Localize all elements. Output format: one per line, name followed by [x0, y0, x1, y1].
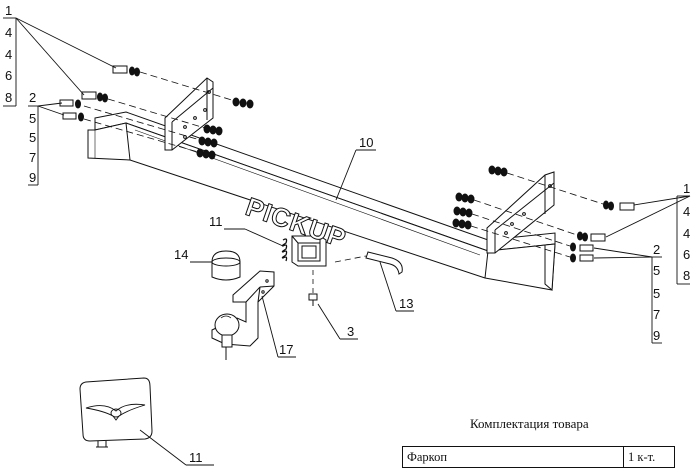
callout-13: 13: [399, 296, 413, 311]
callout-left-5a: 5: [29, 111, 36, 126]
callout-14: 14: [174, 247, 188, 262]
bolt: [308, 270, 318, 306]
kit-item-name: Фаркоп: [402, 446, 624, 468]
receiver-socket: [291, 235, 327, 267]
callout-left-7: 7: [29, 150, 36, 165]
table-row: Фаркоп 1 к-т.: [402, 446, 675, 468]
cover-plate: [79, 377, 153, 448]
callout-left-5b: 5: [29, 130, 36, 145]
callout-right-4b: 4: [683, 226, 690, 241]
kit-item-qty: 1 к-т.: [623, 446, 675, 468]
callout-right-4a: 4: [683, 204, 690, 219]
callout-right-5b: 5: [653, 286, 660, 301]
left-dashed-guides: [83, 71, 236, 153]
callout-right-1: 1: [683, 181, 690, 196]
callout-left-9: 9: [29, 170, 36, 185]
callout-left-2: 2: [29, 90, 36, 105]
left-mounting-bracket: [164, 77, 214, 151]
right-dashed-guides: [470, 172, 604, 258]
spring-clip: [281, 238, 288, 262]
hitch-pin: [334, 251, 403, 275]
callout-left-4b: 4: [5, 47, 12, 62]
ball-cap: [211, 250, 241, 281]
kit-caption: Комплектация товара: [470, 416, 589, 431]
leader-lines: [15, 17, 691, 466]
callout-3: 3: [347, 324, 354, 339]
callout-right-7: 7: [653, 307, 660, 322]
callout-left-4a: 4: [5, 25, 12, 40]
callout-10: 10: [359, 135, 373, 150]
callout-left-8: 8: [5, 90, 12, 105]
callout-11-clip: 11: [209, 214, 223, 229]
callout-right-9: 9: [653, 328, 660, 343]
callout-frames: [3, 17, 690, 344]
kit-table: Фаркоп 1 к-т.: [402, 446, 675, 468]
callout-right-5a: 5: [653, 263, 660, 278]
callout-right-6: 6: [683, 247, 690, 262]
callout-left-1: 1: [5, 3, 12, 18]
callout-right-8: 8: [683, 268, 690, 283]
right-fasteners: [452, 165, 635, 263]
callout-17: 17: [279, 342, 293, 357]
right-mounting-bracket: [486, 171, 555, 254]
callout-right-2: 2: [653, 242, 660, 257]
callout-left-6: 6: [5, 68, 12, 83]
ball-mount: [211, 270, 275, 360]
left-fasteners: [59, 65, 254, 160]
callout-11-cover: 11: [189, 450, 203, 465]
callout-labels: 1 4 4 6 8 2 5 5 7 9 1 4 4 6 8 2 5 5 7 9 …: [5, 3, 690, 465]
